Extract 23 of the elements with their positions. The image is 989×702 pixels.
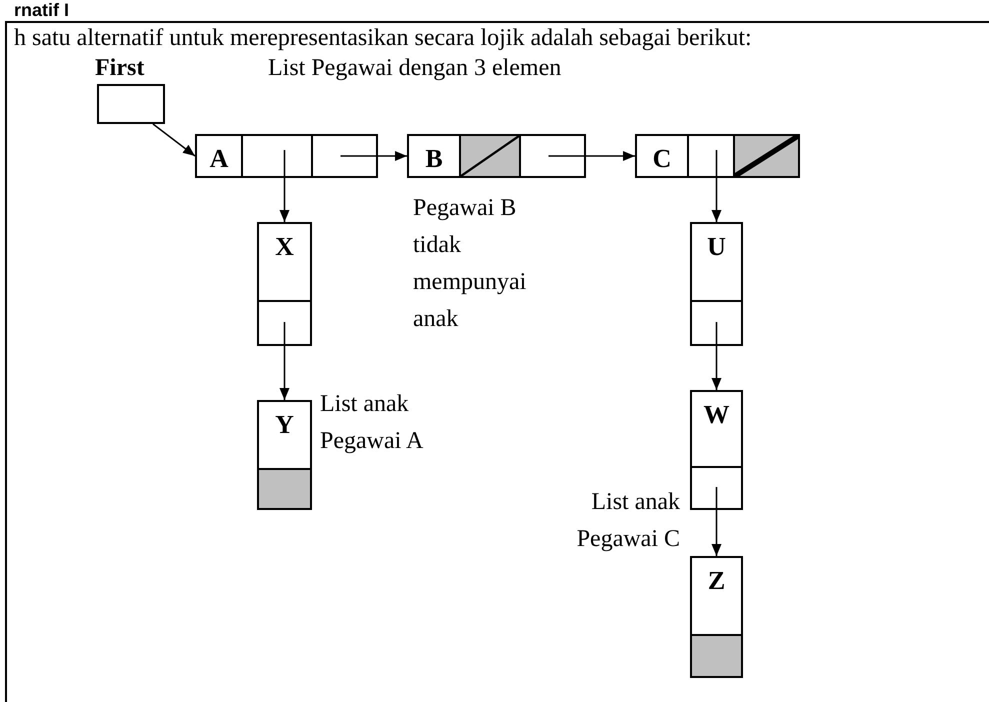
data-cell: W (690, 390, 743, 468)
arrow (152, 123, 196, 157)
note-text: Pegawai B tidak mempunyai anak (413, 194, 528, 334)
arrow (340, 151, 407, 161)
data-cell: Z (690, 556, 743, 636)
pointer-label: First (95, 54, 144, 82)
arrow (548, 151, 635, 161)
arrow (280, 322, 290, 400)
arrow (712, 487, 722, 556)
arrow (712, 322, 722, 390)
data-cell: Y (257, 400, 312, 470)
heading: rnatif I (14, 0, 70, 20)
data-cell: U (690, 222, 743, 302)
data-cell: C (635, 134, 689, 178)
data-cell: A (195, 134, 243, 178)
arrow (280, 150, 290, 222)
intro-text: h satu alternatif untuk merepresentasikan secara lojik adalah sebagai berikut: (14, 24, 752, 52)
data-cell: B (407, 134, 461, 178)
data-cell: X (257, 222, 312, 302)
note-text: List anak Pegawai A (320, 390, 424, 456)
note-text: List anak Pegawai C (576, 488, 680, 554)
arrow (712, 150, 722, 222)
list-caption: List Pegawai dengan 3 elemen (268, 54, 562, 82)
